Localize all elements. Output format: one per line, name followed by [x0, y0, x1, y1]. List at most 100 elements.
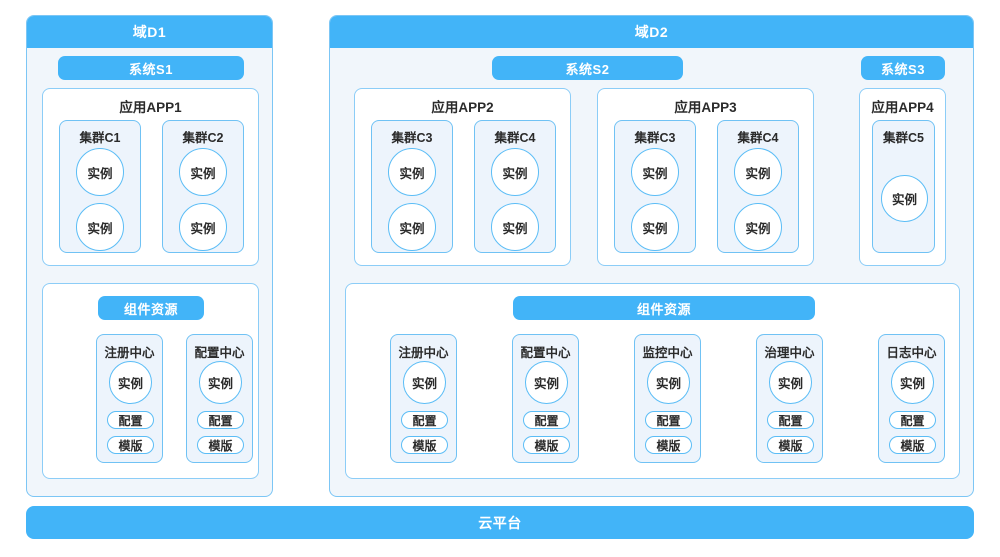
- instance-circle[interactable]: 实例: [388, 203, 436, 251]
- instance-label: 实例: [502, 166, 528, 181]
- chip-label: 配置: [118, 413, 143, 428]
- center-title-monitor: 监控中心: [642, 346, 693, 360]
- center-box-registry[interactable]: 注册中心 实例 配置 模版: [390, 334, 457, 463]
- cluster-box-c1[interactable]: 集群C1 实例 实例: [59, 120, 141, 253]
- instance-circle[interactable]: 实例: [631, 148, 679, 196]
- instance-label: 实例: [87, 221, 113, 236]
- instance-circle[interactable]: 实例: [76, 148, 124, 196]
- system-label-s2: 系统S2: [565, 61, 610, 77]
- chip-template[interactable]: 模版: [401, 436, 448, 454]
- instance-circle[interactable]: 实例: [491, 203, 539, 251]
- system-label-s1: 系统S1: [129, 61, 173, 77]
- instance-label: 实例: [655, 377, 681, 391]
- chip-template[interactable]: 模版: [107, 436, 154, 454]
- app-title-app2: 应用APP2: [431, 100, 494, 115]
- center-title-registry: 注册中心: [104, 346, 155, 360]
- chip-label: 模版: [900, 438, 925, 453]
- chip-template[interactable]: 模版: [889, 436, 936, 454]
- system-pill-s1[interactable]: 系统S1: [58, 56, 244, 80]
- instance-circle[interactable]: 实例: [179, 203, 227, 251]
- cluster-box-c2[interactable]: 集群C2 实例 实例: [162, 120, 244, 253]
- instance-label: 实例: [190, 166, 216, 181]
- chip-template[interactable]: 模版: [645, 436, 692, 454]
- instance-circle[interactable]: 实例: [769, 361, 812, 404]
- instance-circle[interactable]: 实例: [76, 203, 124, 251]
- center-box-config[interactable]: 配置中心 实例 配置 模版: [186, 334, 253, 463]
- instance-circle[interactable]: 实例: [388, 148, 436, 196]
- instance-circle[interactable]: 实例: [647, 361, 690, 404]
- instance-label: 实例: [891, 193, 917, 207]
- instance-circle[interactable]: 实例: [491, 148, 539, 196]
- instance-circle[interactable]: 实例: [199, 361, 242, 404]
- instance-circle[interactable]: 实例: [734, 148, 782, 196]
- resource-box-d1[interactable]: 组件资源 注册中心 实例 配置 模版 配置中心 实例 配置 模: [42, 283, 259, 479]
- center-title-governance: 治理中心: [764, 346, 815, 360]
- instance-label: 实例: [745, 221, 771, 236]
- resource-pill-d2[interactable]: 组件资源: [513, 296, 815, 320]
- chip-template[interactable]: 模版: [197, 436, 244, 454]
- app-title-app1: 应用APP1: [119, 100, 182, 115]
- instance-circle[interactable]: 实例: [109, 361, 152, 404]
- cluster-title-c3-app2: 集群C3: [391, 131, 433, 145]
- center-title-log: 日志中心: [886, 346, 937, 360]
- chip-label: 模版: [412, 438, 437, 453]
- cloud-platform-bar[interactable]: 云平台: [26, 506, 974, 539]
- chip-label: 配置: [412, 413, 437, 428]
- app-box-app1[interactable]: 应用APP1 集群C1 实例 实例 集群C2 实例 实例: [42, 88, 259, 266]
- chip-config[interactable]: 配置: [889, 411, 936, 429]
- chip-template[interactable]: 模版: [523, 436, 570, 454]
- chip-config[interactable]: 配置: [523, 411, 570, 429]
- chip-config[interactable]: 配置: [107, 411, 154, 429]
- chip-label: 模版: [534, 438, 559, 453]
- system-pill-s3[interactable]: 系统S3: [861, 56, 945, 80]
- instance-circle[interactable]: 实例: [891, 361, 934, 404]
- resource-label-d1: 组件资源: [123, 301, 178, 317]
- instance-circle[interactable]: 实例: [631, 203, 679, 251]
- cluster-title-c3-app3: 集群C3: [634, 131, 676, 145]
- app-title-app3: 应用APP3: [674, 100, 737, 115]
- chip-config[interactable]: 配置: [197, 411, 244, 429]
- instance-circle[interactable]: 实例: [179, 148, 227, 196]
- instance-label: 实例: [777, 377, 803, 391]
- center-box-monitor[interactable]: 监控中心 实例 配置 模版: [634, 334, 701, 463]
- center-title-config: 配置中心: [520, 346, 571, 360]
- chip-config[interactable]: 配置: [767, 411, 814, 429]
- cluster-box-c3-app2[interactable]: 集群C3 实例 实例: [371, 120, 453, 253]
- cluster-box-c4-app3[interactable]: 集群C4 实例 实例: [717, 120, 799, 253]
- domain-panel-d1[interactable]: 域D1 系统S1 应用APP1 集群C1 实例 实例 集群C2 实例 实例: [26, 15, 273, 497]
- chip-label: 模版: [208, 438, 233, 453]
- chip-config[interactable]: 配置: [401, 411, 448, 429]
- cluster-box-c3-app3[interactable]: 集群C3 实例 实例: [614, 120, 696, 253]
- chip-template[interactable]: 模版: [767, 436, 814, 454]
- instance-label: 实例: [399, 166, 425, 181]
- cluster-box-c5[interactable]: 集群C5 实例: [872, 120, 935, 253]
- instance-label: 实例: [745, 166, 771, 181]
- app-box-app4[interactable]: 应用APP4 集群C5 实例: [859, 88, 946, 266]
- resource-box-d2[interactable]: 组件资源 注册中心 实例 配置 模版 配置中心 实例 配置 模: [345, 283, 960, 479]
- instance-circle[interactable]: 实例: [525, 361, 568, 404]
- center-box-config[interactable]: 配置中心 实例 配置 模版: [512, 334, 579, 463]
- instance-label: 实例: [117, 377, 143, 391]
- instance-circle[interactable]: 实例: [403, 361, 446, 404]
- chip-label: 模版: [778, 438, 803, 453]
- domain-header-d1: 域D1: [27, 16, 272, 48]
- cloud-platform-label: 云平台: [478, 514, 522, 531]
- instance-label: 实例: [190, 221, 216, 236]
- center-title-registry: 注册中心: [398, 346, 449, 360]
- instance-label: 实例: [899, 377, 925, 391]
- chip-config[interactable]: 配置: [645, 411, 692, 429]
- center-box-registry[interactable]: 注册中心 实例 配置 模版: [96, 334, 163, 463]
- domain-panel-d2[interactable]: 域D2 系统S2 系统S3 应用APP2 集群C3 实例 实例 集群C4 实例 …: [329, 15, 974, 497]
- center-box-governance[interactable]: 治理中心 实例 配置 模版: [756, 334, 823, 463]
- system-pill-s2[interactable]: 系统S2: [492, 56, 683, 80]
- center-box-log[interactable]: 日志中心 实例 配置 模版: [878, 334, 945, 463]
- cluster-box-c4-app2[interactable]: 集群C4 实例 实例: [474, 120, 556, 253]
- instance-circle[interactable]: 实例: [881, 175, 928, 222]
- resource-pill-d1[interactable]: 组件资源: [98, 296, 204, 320]
- cluster-title-c1: 集群C1: [79, 131, 121, 145]
- app-box-app2[interactable]: 应用APP2 集群C3 实例 实例 集群C4 实例 实例: [354, 88, 571, 266]
- app-box-app3[interactable]: 应用APP3 集群C3 实例 实例 集群C4 实例 实例: [597, 88, 814, 266]
- instance-circle[interactable]: 实例: [734, 203, 782, 251]
- center-title-config: 配置中心: [194, 346, 245, 360]
- cluster-title-c5: 集群C5: [883, 131, 924, 145]
